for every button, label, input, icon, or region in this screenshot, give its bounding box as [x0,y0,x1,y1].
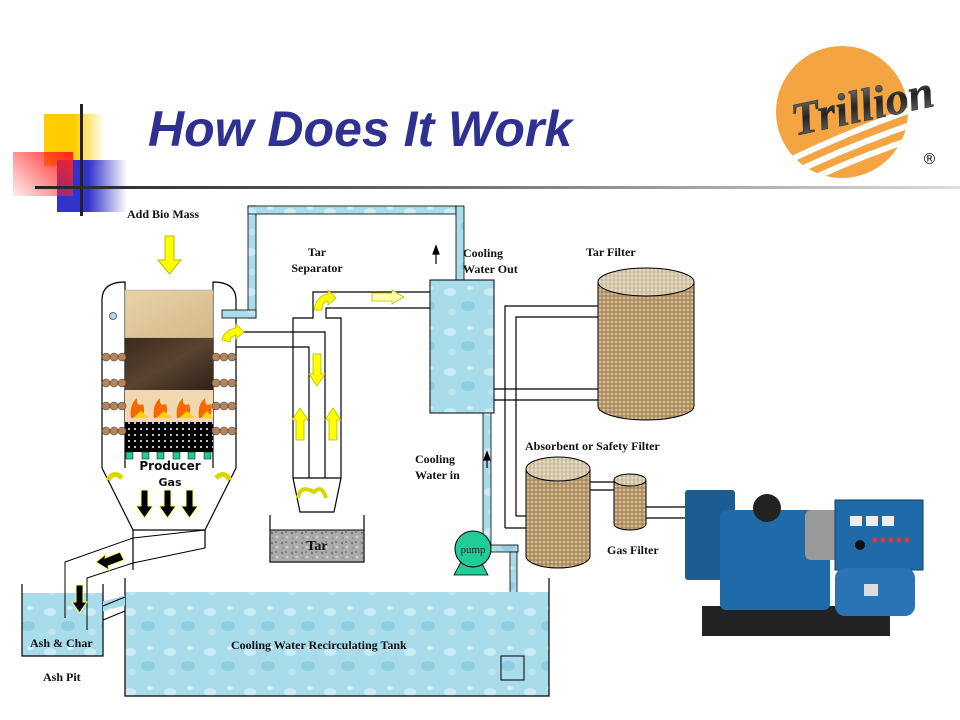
gas-flow-arrow [371,289,405,305]
air-filter [753,494,781,522]
gas-pipe [236,291,430,513]
gas-cooler [429,279,495,414]
gas-flow-arrow [105,472,124,482]
cooling-out-arrow-icon [432,244,440,264]
gas-flow-arrow [313,289,337,311]
logo-circle [776,46,908,178]
pump-intake [500,655,525,681]
cooling-in-arrow-icon [483,450,491,468]
cooling-water-out-label-1: Cooling [463,246,504,260]
separator-arrows [291,353,342,499]
absorbent-filter-label: Absorbent or Safety Filter [525,439,660,453]
recirculating-tank [124,578,550,697]
recirculating-tank-label: Cooling Water Recirculating Tank [231,638,407,652]
filter-pipes [494,305,700,529]
tar-filter-label: Tar Filter [586,245,636,259]
page-title: How Does It Work [148,101,573,157]
producer-gas-label-2: Gas [158,476,182,489]
add-biomass-label: Add Bio Mass [127,207,200,221]
sight-port [109,312,117,320]
gas-flow-arrow [214,472,233,482]
title-underline [35,186,960,189]
ash-char-label: Ash & Char [30,636,93,650]
cooling-water-in-pipe [482,412,492,547]
gasifier [101,281,237,570]
cooling-water-out-label-2: Water Out [463,262,518,276]
heating-coils [101,352,237,436]
gas-flow-arrow [221,323,245,343]
absorbent-filter [525,456,591,569]
biomass-input-arrow [156,235,183,275]
cooling-water-in-label-2: Water in [415,468,460,482]
tar-label: Tar [306,539,328,554]
registered-mark: ® [922,150,937,168]
gas-filter [613,473,647,531]
ash-pit [21,529,206,657]
trillion-logo: Trillion [776,46,938,178]
biomass-layer [124,289,214,339]
char-layer [125,422,213,452]
drying-layer [125,338,213,390]
generator [685,490,924,636]
ash-chute-arrow [95,551,125,572]
tar-separator-label-2: Separator [291,261,343,275]
tar-collector [269,515,365,563]
ash-pit-label: Ash Pit [43,670,81,684]
flame-icons [130,398,213,418]
tar-filter [597,267,695,421]
decor-vertical-line [80,104,83,216]
pump-label: pump [460,544,486,556]
ash-down-arrows [135,489,199,519]
producer-gas-label-1: Producer [139,459,201,473]
tar-separator-label-1: Tar [307,245,327,259]
ash-drop-arrow [71,584,88,614]
control-panel [834,499,924,571]
gas-filter-label: Gas Filter [607,543,659,557]
engine-block [720,510,830,610]
grate [125,451,212,460]
cooling-water-in-label-1: Cooling [415,452,456,466]
